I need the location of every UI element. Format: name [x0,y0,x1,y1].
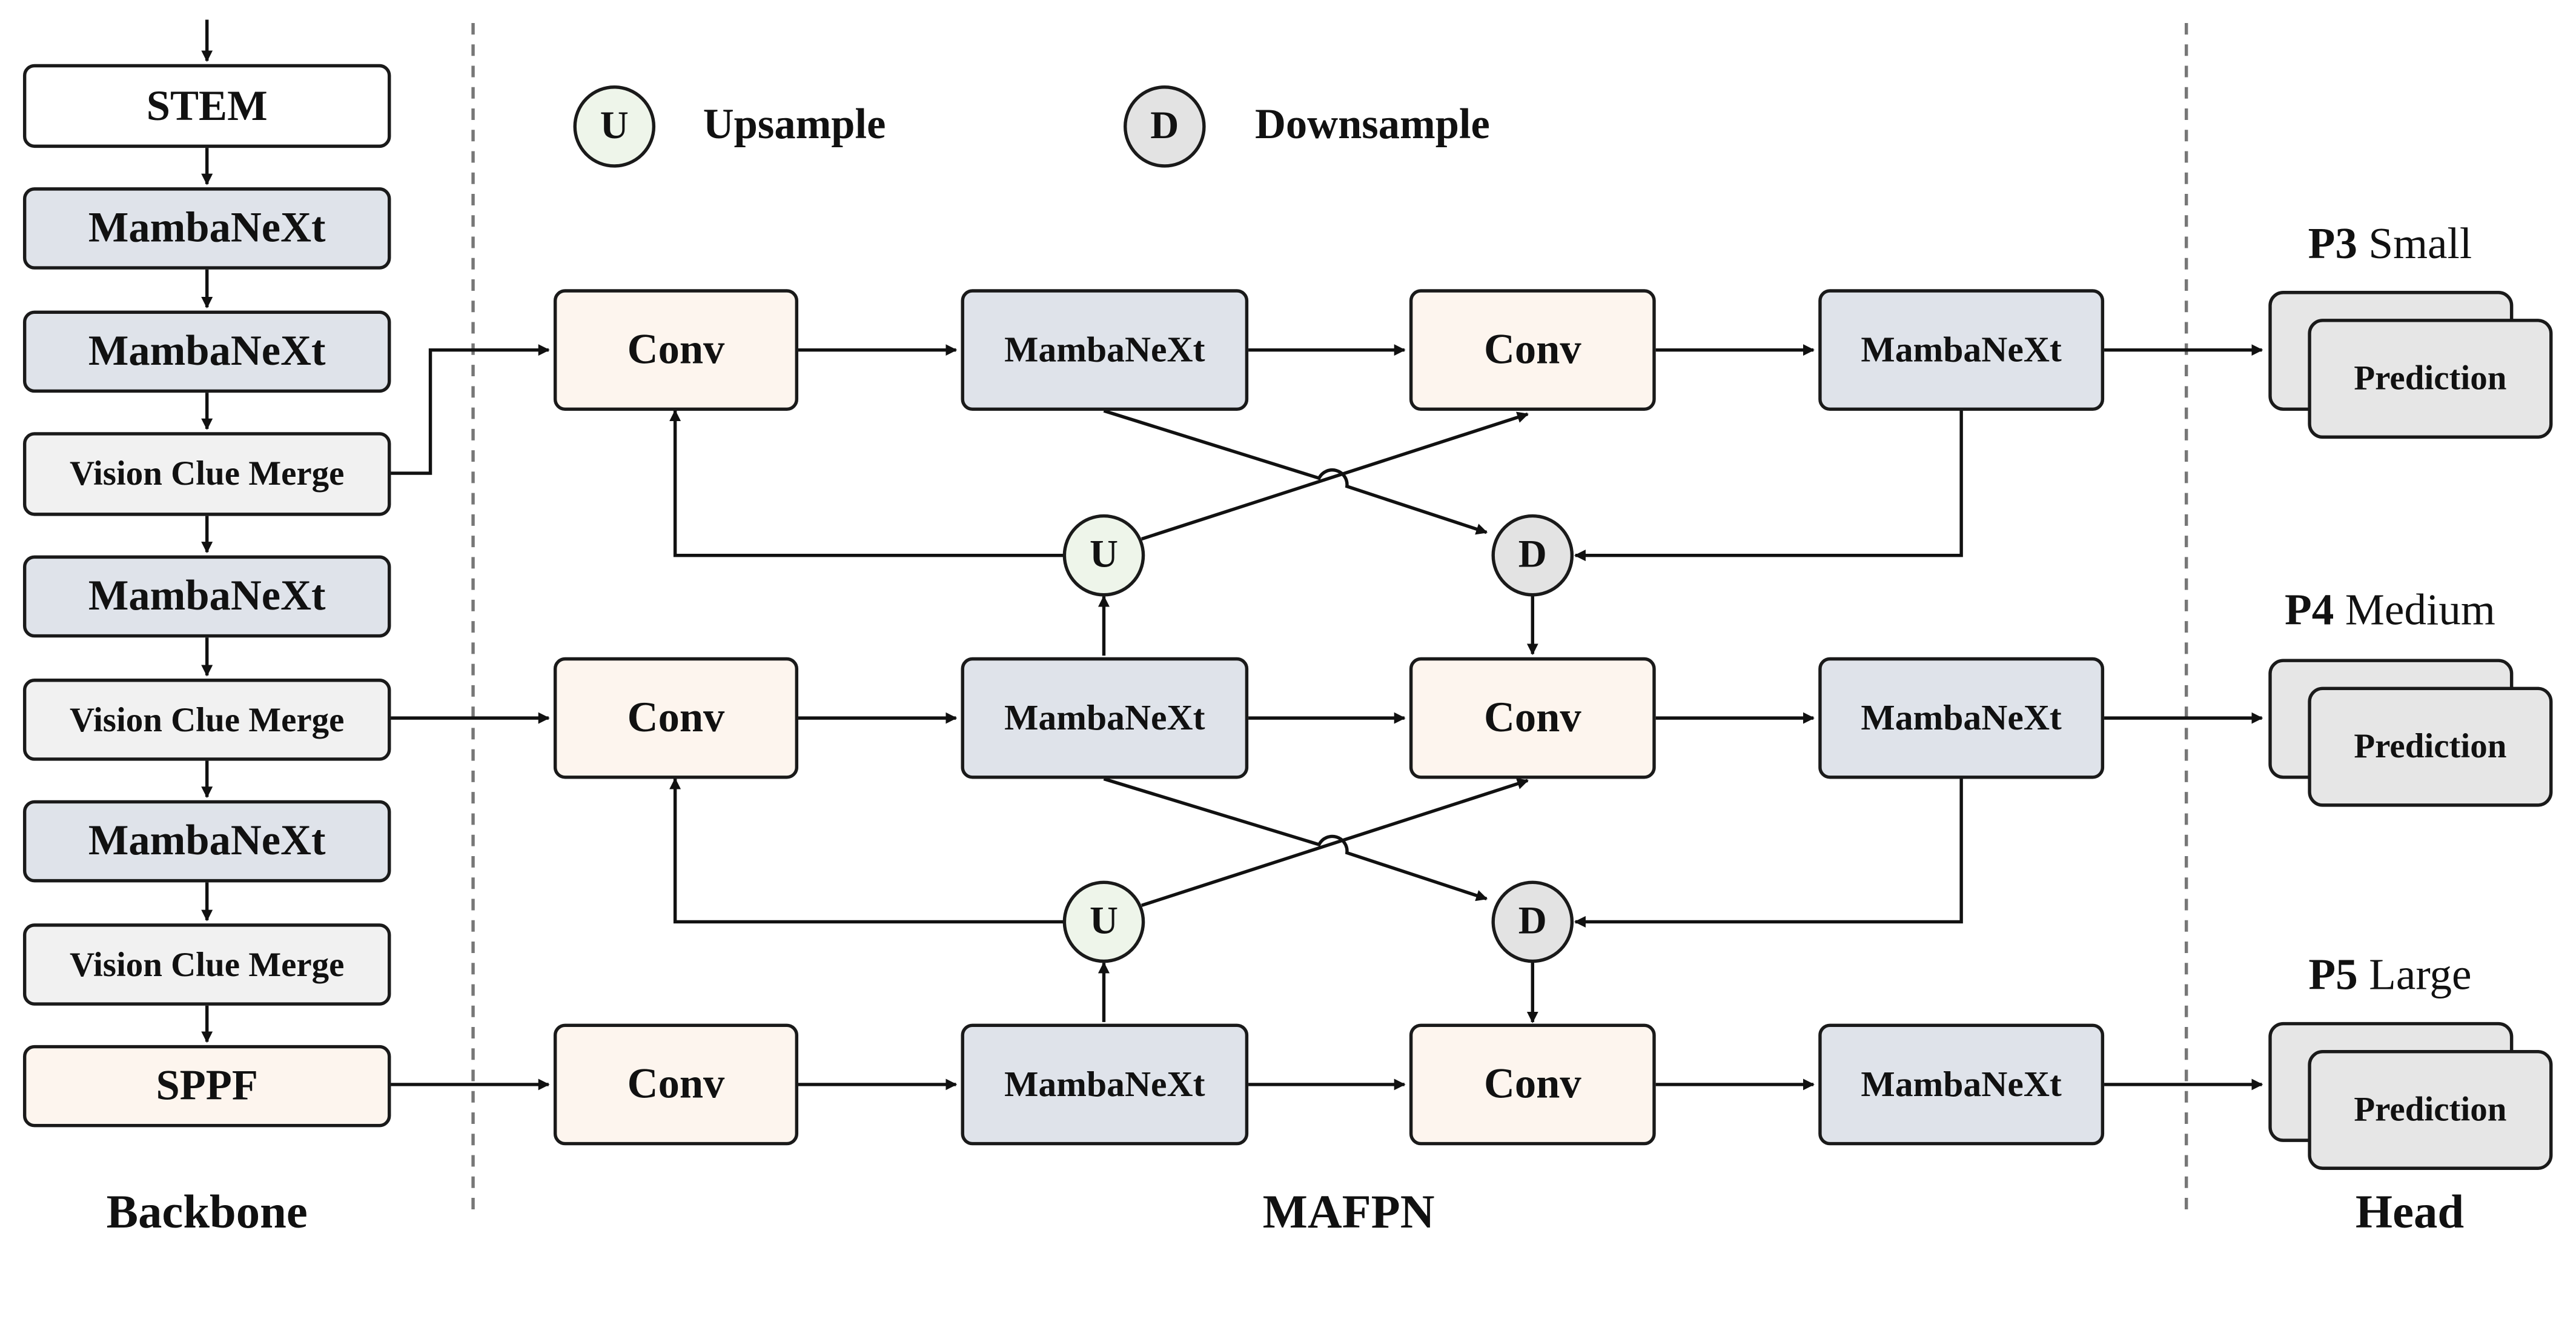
downsample-node: D [1491,880,1574,963]
backbone-mambanext-block: MambaNeXt [22,187,391,270]
conv-block: Conv [1409,657,1656,779]
section-title-backbone: Backbone [106,1186,308,1239]
mamba-p4b-to-down2 [1574,779,1963,928]
prediction-card: Prediction [2308,319,2553,439]
legend-downsample-label: Downsample [1254,100,1490,148]
backbone-mambanext-block: MambaNeXt [22,555,391,638]
scale-label-p4: P4 Medium [2285,585,2495,634]
vision-clue-merge-block: Vision Clue Merge [22,923,391,1006]
mambanext-block: MambaNeXt [961,1023,1249,1146]
up1-to-conv-p3b [1141,411,1529,541]
mambanext-block: MambaNeXt [961,289,1249,411]
prediction-card: Prediction [2308,686,2553,807]
vision-clue-merge-block: Vision Clue Merge [22,432,391,516]
upsample-node: U [1062,514,1145,597]
mambanext-block: MambaNeXt [1818,1023,2105,1146]
mambanext-block: MambaNeXt [1818,657,2105,779]
mamba-p4-to-down2 [1103,777,1488,902]
up1-to-conv-p3 [669,410,1065,557]
conv-block: Conv [553,657,799,779]
backbone-mambanext-block: MambaNeXt [22,800,391,883]
up2-to-conv-p4 [669,777,1065,924]
vision-clue-merge-block: Vision Clue Merge [22,679,391,761]
legend-downsample-icon: D [1124,85,1206,168]
conv-block: Conv [1409,289,1656,411]
section-title-mafpn: MAFPN [1262,1186,1435,1239]
scale-label-p3: P3 Small [2308,218,2472,268]
legend-upsample-label: Upsample [703,100,886,148]
legend-upsample-icon: U [573,85,656,168]
sppf-block: SPPF [22,1045,391,1128]
conv-block: Conv [553,1023,799,1146]
vcm1-to-conv-p3 [391,344,550,475]
conv-block: Conv [553,289,799,411]
mambanext-block: MambaNeXt [961,657,1249,779]
up2-to-conv-p4b [1141,778,1529,907]
section-title-head: Head [2355,1186,2465,1239]
mamba-p3b-to-down1 [1574,410,1963,562]
scale-label-p5: P5 Large [2308,949,2472,999]
stem-block: STEM [22,64,391,148]
backbone-mambanext-block: MambaNeXt [22,310,391,393]
upsample-node: U [1062,880,1145,963]
downsample-node: D [1491,514,1574,597]
conv-block: Conv [1409,1023,1656,1146]
prediction-card: Prediction [2308,1049,2553,1170]
mamba-p3-to-down1 [1103,409,1488,535]
mambanext-block: MambaNeXt [1818,289,2105,411]
